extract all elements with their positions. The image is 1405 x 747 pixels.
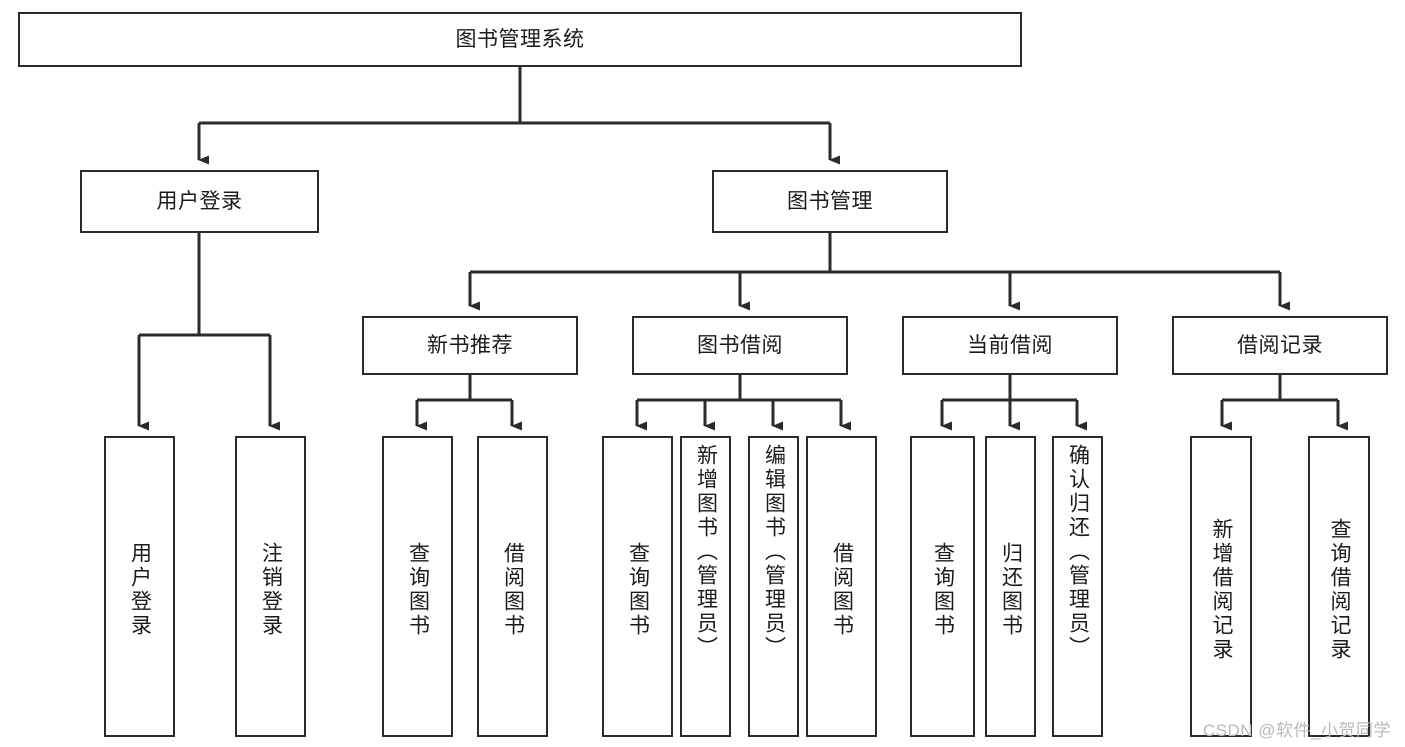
node-label: 查询图书 (931, 541, 955, 638)
node-label: 查询借阅记录 (1328, 517, 1352, 662)
leaf-book-borrow-add-book-admin[interactable]: 新增图书（管理员） (680, 436, 731, 737)
node-current-borrow[interactable]: 当前借阅 (902, 316, 1118, 375)
leaf-book-borrow-query-book[interactable]: 查询图书 (602, 436, 673, 737)
node-label: 借阅图书 (830, 541, 854, 638)
leaf-current-borrow-query-book[interactable]: 查询图书 (910, 436, 975, 737)
node-new-book-recommend[interactable]: 新书推荐 (362, 316, 578, 375)
node-label: 借阅图书 (501, 541, 525, 638)
leaf-new-book-borrow-book[interactable]: 借阅图书 (477, 436, 548, 737)
node-borrow-record[interactable]: 借阅记录 (1172, 316, 1388, 375)
node-book-borrow[interactable]: 图书借阅 (632, 316, 848, 375)
node-label: 当前借阅 (967, 333, 1053, 357)
node-label: 注销登录 (259, 541, 283, 638)
leaf-new-book-query-book[interactable]: 查询图书 (382, 436, 453, 737)
node-label: 归还图书 (999, 541, 1023, 638)
node-root-book-management-system[interactable]: 图书管理系统 (18, 12, 1022, 67)
node-label: 新书推荐 (427, 333, 513, 357)
leaf-current-borrow-return-book[interactable]: 归还图书 (985, 436, 1036, 737)
node-label: 用户登录 (156, 189, 243, 213)
node-label: 图书管理 (787, 189, 873, 213)
node-label: 新增图书（管理员） (694, 444, 718, 660)
leaf-user-login-login[interactable]: 用户登录 (104, 436, 175, 737)
node-user-login[interactable]: 用户登录 (80, 170, 319, 233)
node-label: 借阅记录 (1237, 333, 1323, 357)
node-label: 用户登录 (128, 541, 152, 638)
leaf-borrow-record-query-record[interactable]: 查询借阅记录 (1308, 436, 1370, 737)
node-label: 新增借阅记录 (1210, 517, 1234, 662)
node-label: 图书管理系统 (455, 27, 585, 51)
node-label: 确认归还（管理员） (1066, 444, 1090, 660)
leaf-current-borrow-confirm-return-admin[interactable]: 确认归还（管理员） (1052, 436, 1103, 737)
node-label: 查询图书 (626, 541, 650, 638)
node-book-management[interactable]: 图书管理 (712, 170, 948, 233)
leaf-book-borrow-edit-book-admin[interactable]: 编辑图书（管理员） (748, 436, 799, 737)
leaf-user-login-logout[interactable]: 注销登录 (235, 436, 306, 737)
node-label: 编辑图书（管理员） (762, 444, 786, 660)
leaf-book-borrow-borrow-book[interactable]: 借阅图书 (806, 436, 877, 737)
node-label: 图书借阅 (697, 333, 783, 357)
node-label: 查询图书 (406, 541, 430, 638)
leaf-borrow-record-add-record[interactable]: 新增借阅记录 (1190, 436, 1252, 737)
